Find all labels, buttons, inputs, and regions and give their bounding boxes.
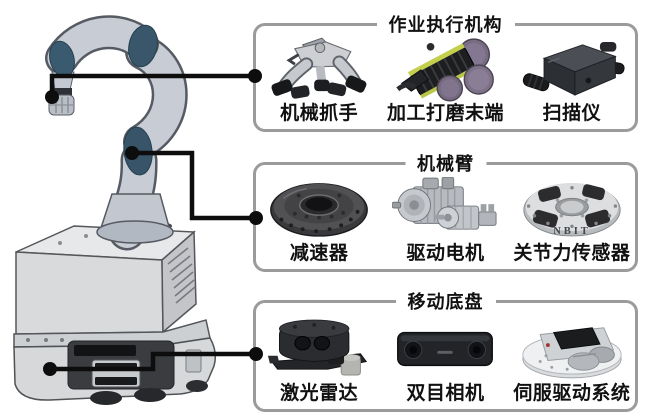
- component-label: 减速器: [289, 243, 349, 265]
- motor-image: [392, 173, 498, 243]
- sensor-engraving: NBIT: [553, 226, 590, 237]
- component-item: 激光雷达: [256, 313, 382, 409]
- component-label: 驱动电机: [406, 243, 485, 265]
- group-title: 机械臂: [405, 151, 486, 177]
- component-item: 伺服驱动系统: [509, 313, 635, 409]
- component-item: 加工打磨末端: [382, 33, 508, 129]
- component-label: 扫描仪: [542, 103, 602, 125]
- robot-arm: [45, 15, 188, 251]
- gripper-image: [266, 33, 372, 103]
- mobile-base: [13, 223, 217, 405]
- group-title: 作业执行机构: [376, 12, 515, 38]
- reducer-image: [266, 173, 372, 243]
- mobile-robot-illustration: [13, 15, 217, 405]
- component-label: 加工打磨末端: [386, 103, 504, 125]
- group-box-arm: 机械臂: [253, 151, 638, 272]
- scanner-image: [519, 33, 625, 103]
- component-label: 机械抓手: [280, 103, 359, 125]
- group-box-execution: 作业执行机构: [253, 12, 638, 132]
- component-label: 伺服驱动系统: [513, 383, 631, 405]
- component-item: 减速器: [256, 173, 382, 269]
- lidar-image: [266, 313, 372, 383]
- group-box-chassis: 移动底盘 激光雷达: [253, 289, 638, 412]
- component-item: NBIT 关节力传感器: [509, 173, 635, 269]
- component-label: 关节力传感器: [513, 243, 631, 265]
- component-item: 机械抓手: [256, 33, 382, 129]
- component-label: 双目相机: [406, 383, 485, 405]
- component-label: 激光雷达: [280, 383, 359, 405]
- force-sensor-image: NBIT: [519, 173, 625, 243]
- component-item: 驱动电机: [382, 173, 508, 269]
- servo-drive-image: [519, 313, 625, 383]
- group-title: 移动底盘: [395, 289, 496, 315]
- component-item: 双目相机: [382, 313, 508, 409]
- component-item: 扫描仪: [509, 33, 635, 129]
- grinding-end-image: [392, 33, 498, 103]
- stereo-camera-image: [392, 313, 498, 383]
